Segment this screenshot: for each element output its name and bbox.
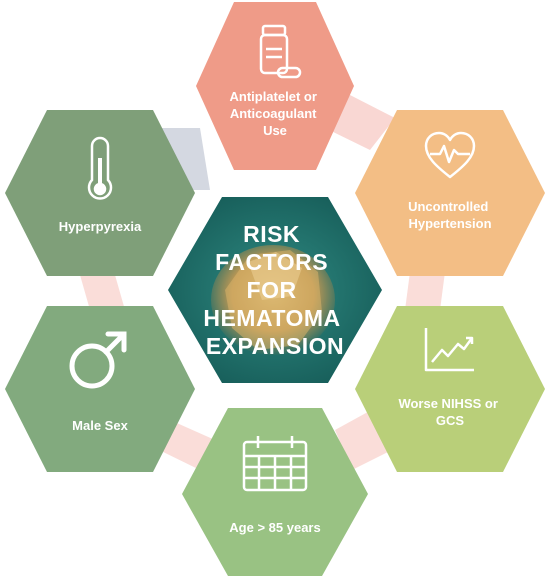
center-title-line: FOR [247,277,297,303]
center-title-line: FACTORS [215,249,328,275]
factor-label: Worse NIHSS or GCS [398,396,501,428]
heart-pulse-icon [424,131,476,179]
pill-bottle-icon [259,24,302,79]
factor-label: Uncontrolled Hypertension [408,199,492,231]
connector-left [80,275,125,310]
factor-hyperpyrexia: Hyperpyrexia [5,110,195,276]
factor-male: Male Sex [5,306,195,472]
hexagon [196,2,354,170]
center-hexagon: RISK FACTORS FOR HEMATOMA EXPANSION [161,191,389,389]
hexagon [355,110,545,276]
connector-right [405,272,445,310]
factor-label: Age > 85 years [229,520,320,535]
factor-hypertension: Uncontrolled Hypertension [355,110,545,276]
factor-age: Age > 85 years [182,408,368,576]
factor-label: Male Sex [72,418,128,433]
brain-icon [211,245,335,355]
factor-antiplatelet: Antiplatelet or Anticoagulant Use [196,2,354,170]
factor-nihss: Worse NIHSS or GCS [355,306,545,472]
center-title-line: HEMATOMA [203,305,339,331]
hexagon [182,408,368,576]
center-title-line: RISK [243,221,300,247]
trend-chart-icon [424,328,474,372]
calendar-icon [242,436,308,492]
center-title: RISK FACTORS FOR HEMATOMA EXPANSION [203,221,346,359]
factor-label: Antiplatelet or Anticoagulant Use [229,89,320,138]
hexagon [355,306,545,472]
thermometer-icon [87,136,113,200]
center-title-line: EXPANSION [206,333,344,359]
factor-label: Hyperpyrexia [59,219,142,234]
hexagon [5,306,195,472]
male-symbol-icon [69,331,127,389]
